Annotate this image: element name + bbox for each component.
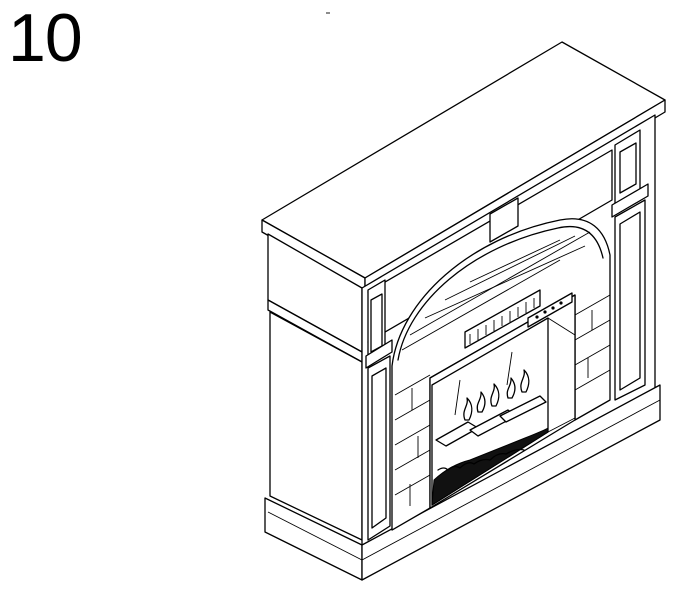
step-number: 10 bbox=[8, 0, 83, 76]
stone-arch bbox=[391, 218, 611, 531]
firebox bbox=[429, 289, 576, 509]
base-plinth bbox=[264, 384, 661, 581]
left-side-panel bbox=[267, 233, 363, 541]
